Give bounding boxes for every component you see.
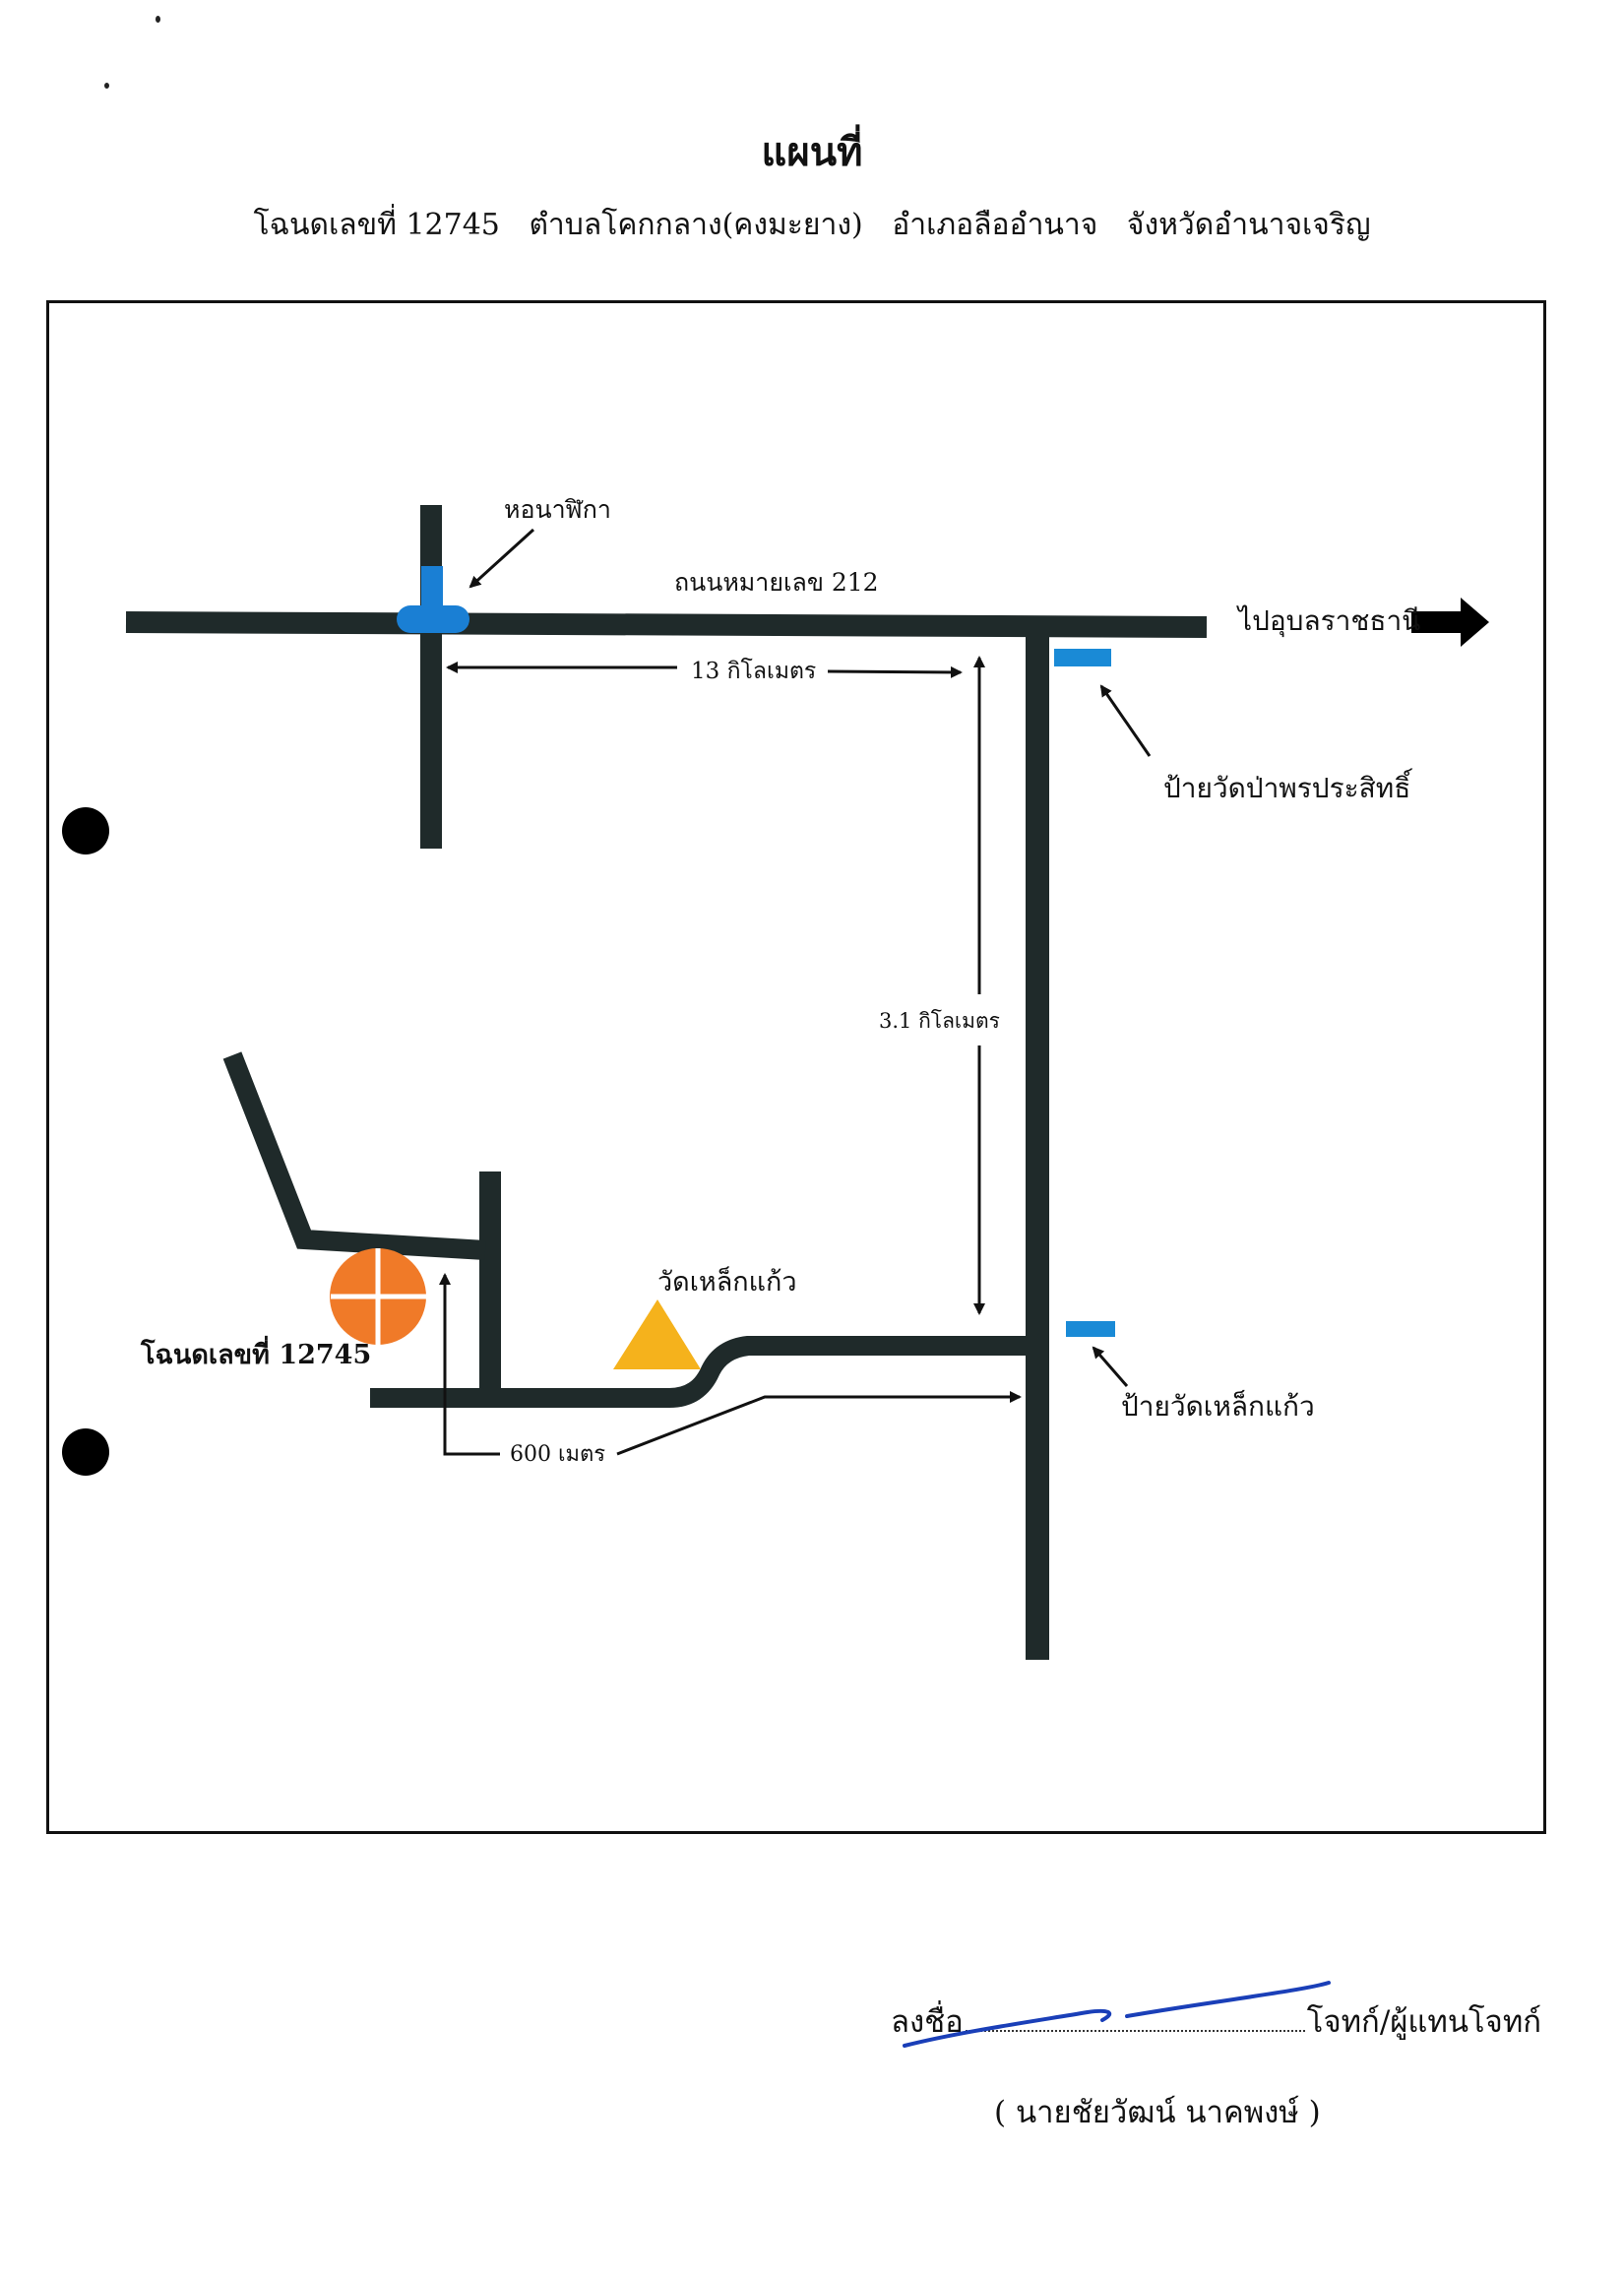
- wat-lek-kaeo-triangle: [613, 1299, 701, 1369]
- roads: [125, 505, 1208, 1660]
- signature-dotted-line: [965, 2030, 1305, 2032]
- province: จังหวัดอำนาจเจริญ: [1126, 208, 1371, 242]
- sign-wat-pa-label: ป้ายวัดป่าพรประสิทธิ์: [1163, 768, 1413, 804]
- distance-600m-right: [616, 1391, 1022, 1456]
- handwritten-signature: [903, 1981, 1331, 2048]
- distance-3-1km-label: 3.1 กิโลเมตร: [879, 1009, 1000, 1033]
- district: อำเภอลืออำนาจ: [892, 208, 1098, 242]
- clock-tower-label: หอนาฬิกา: [504, 495, 611, 524]
- side-road: [370, 1336, 1037, 1408]
- to-ubon-arrow: [1411, 598, 1489, 647]
- signer-name: ( นายชัยวัฒน์ นาคพงษ์ ): [994, 2095, 1321, 2130]
- plaintiff-role: โจทก์/ผู้แทนโจทก์: [1306, 2004, 1542, 2040]
- signature-stroke-1: [903, 2008, 1112, 2048]
- callout-arrows: [468, 528, 1152, 1387]
- signature-block: ลงชื่อโจทก์/ผู้แทนโจทก์ ( นายชัยวัฒน์ นา…: [891, 1979, 1580, 2146]
- sign-wat-lek-label: ป้ายวัดเหล็กแก้ว: [1121, 1389, 1315, 1423]
- clock-tower-marker: [397, 566, 469, 633]
- sign-wat-pa-marker: [1054, 649, 1111, 666]
- page-title: แผนที่: [761, 129, 863, 175]
- distance-600m-label: 600 เมตร: [510, 1442, 605, 1467]
- distance-600m-arrow: [439, 1273, 1022, 1456]
- to-ubon-label: ไปอุบลราชธานี: [1236, 604, 1420, 638]
- sign-wat-lek-pointer: [1092, 1346, 1129, 1387]
- plot-road-diagonal: [222, 1051, 486, 1260]
- scan-speck: [104, 83, 109, 89]
- punch-hole-top: [62, 807, 109, 855]
- distance-600m-left: [439, 1273, 500, 1456]
- scan-speck: [156, 16, 160, 23]
- page-subtitle: โฉนดเลขที่ 12745 ตำบลโคกกลาง(คงมะยาง) อำ…: [0, 202, 1624, 248]
- wat-lek-kaeo-label: วัดเหล็กแก้ว: [657, 1264, 797, 1298]
- sign-line: ลงชื่อโจทก์/ผู้แทนโจทก์: [891, 1996, 1541, 2046]
- deed-number: โฉนดเลขที่ 12745: [253, 208, 500, 242]
- signature-stroke-2: [1125, 1981, 1331, 2018]
- highway-label: ถนนหมายเลข 212: [674, 568, 879, 597]
- distance-13km-right: [827, 665, 963, 678]
- sign-wat-pa-pointer: [1099, 684, 1152, 757]
- clock-tower-pointer: [468, 528, 535, 589]
- clock-tower-body: [421, 566, 443, 615]
- distance-13km-label: 13 กิโลเมตร: [691, 658, 816, 684]
- punch-hole-bottom: [62, 1428, 109, 1476]
- subdistrict: ตำบลโคกกลาง(คงมะยาง): [529, 208, 863, 242]
- sign-wat-lek-marker: [1066, 1321, 1115, 1337]
- map-frame: [46, 300, 1546, 1834]
- distance-13km-arrow: [446, 662, 963, 678]
- clock-tower-base: [397, 605, 469, 633]
- deed-plot-marker: [330, 1248, 426, 1345]
- deed-plot-label: โฉนดเลขที่ 12745: [140, 1335, 371, 1370]
- location-map: หอนาฬิกา ถนนหมายเลข 212 ไปอุบลราชธานี 13…: [125, 495, 1489, 1660]
